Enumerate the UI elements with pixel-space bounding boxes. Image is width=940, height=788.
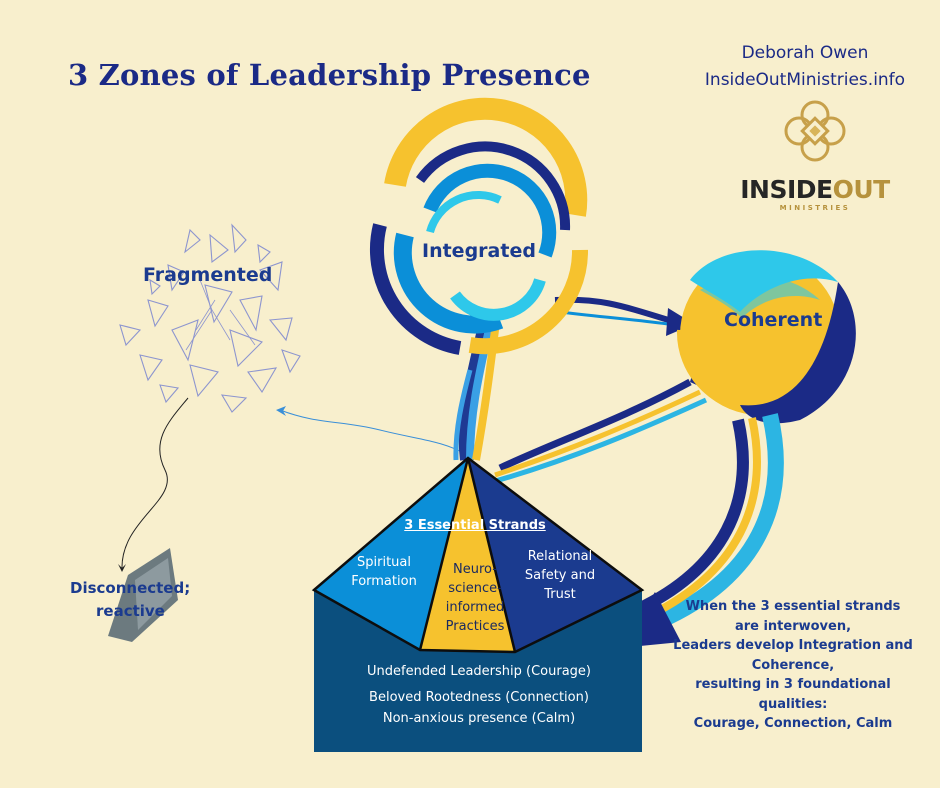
- strands-heading: 3 Essential Strands: [404, 518, 546, 533]
- thin-connector: [279, 409, 469, 456]
- star-icon: [118, 564, 126, 572]
- strand-neuro-line: Neuro-: [453, 562, 497, 577]
- logo-knot-icon: [784, 100, 846, 162]
- quality-courage: Undefended Leadership (Courage): [366, 664, 591, 679]
- author-name: Deborah Owen: [741, 43, 869, 63]
- strand-neuro: Neuro- science- informed Practices: [430, 560, 520, 636]
- strand-relational-line: Safety and: [524, 568, 596, 583]
- integrated-to-coherent-arrow: [554, 296, 694, 336]
- author-website: InsideOutMinistries.info: [704, 70, 906, 90]
- brand-inside: INSIDE: [740, 175, 833, 204]
- brand-subtitle: MINISTRIES: [779, 204, 851, 212]
- strand-spiritual-line: Formation: [351, 574, 417, 589]
- coherent-swirl-icon: [676, 250, 856, 424]
- note-line: resulting in 3 foundational: [695, 677, 891, 692]
- note-line: Courage, Connection, Calm: [693, 716, 893, 731]
- connector-line: [121, 397, 189, 571]
- quality-calm: Non-anxious presence (Calm): [382, 711, 576, 726]
- strand-spiritual: Spiritual Formation: [336, 553, 432, 591]
- zone-fragmented: Fragmented: [143, 264, 273, 286]
- note-line: Coherence,: [751, 657, 835, 673]
- strand-relational-line: Trust: [544, 587, 576, 602]
- coherent-strands: [491, 362, 708, 485]
- page-title: 3 Zones of Leadership Presence: [68, 58, 591, 92]
- note-line: are interwoven,: [734, 618, 852, 634]
- strand-neuro-line: Practices: [445, 619, 505, 634]
- strand-neuro-line: informed: [445, 600, 505, 615]
- author-block: Deborah Owen InsideOutMinistries.info: [680, 40, 930, 94]
- note-line: qualities:: [758, 696, 828, 712]
- strand-relational-line: Relational: [527, 549, 593, 564]
- arrow-icon: [276, 406, 286, 416]
- quality-connection: Beloved Rootedness (Connection): [369, 690, 589, 705]
- fragments-icon: [119, 223, 301, 413]
- summary-note: When the 3 essential strands are interwo…: [668, 597, 918, 734]
- broken-glass-icon: [108, 548, 178, 642]
- note-line: When the 3 essential strands: [685, 599, 901, 614]
- zone-reactive-text: reactive: [96, 602, 165, 620]
- brand-out: OUT: [832, 175, 891, 204]
- note-line: Leaders develop Integration and: [673, 638, 913, 653]
- strand-spiritual-line: Spiritual: [357, 555, 411, 570]
- integrated-swirl-icon: [369, 97, 589, 355]
- zone-coherent: Coherent: [724, 309, 823, 331]
- strand-neuro-line: science-: [448, 581, 502, 596]
- zone-disconnected: Disconnected;: [70, 579, 191, 597]
- zone-integrated: Integrated: [422, 240, 536, 262]
- brand-wordmark: INSIDEOUT: [722, 176, 908, 204]
- strand-relational: Relational Safety and Trust: [512, 547, 608, 604]
- pyramid-envelope: [311, 456, 645, 752]
- zone-reactive: reactive: [96, 602, 165, 620]
